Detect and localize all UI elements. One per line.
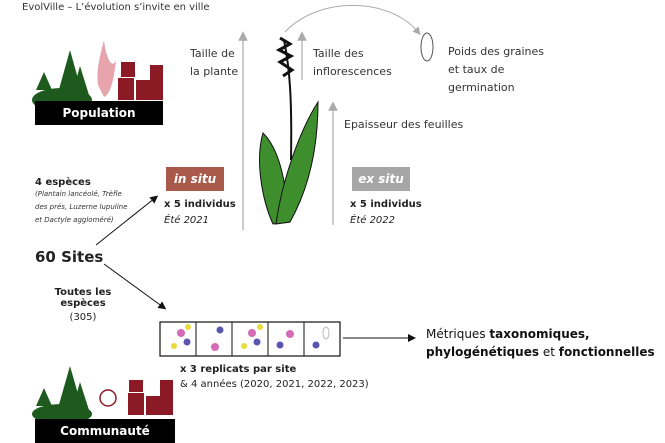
building-icon: [150, 65, 163, 100]
building-icon: [160, 380, 173, 415]
ex-situ-season: Été 2022: [350, 215, 396, 226]
in-situ-season: Été 2021: [164, 215, 210, 226]
flower-icon: [248, 329, 256, 337]
flower-icon: [211, 343, 219, 351]
in-situ-count: x 5 individus: [164, 199, 236, 210]
building-icon: [136, 80, 150, 100]
community-banner: Communauté: [35, 419, 175, 443]
replicates-years: & 4 années (2020, 2021, 2022, 2023): [180, 379, 369, 390]
metrics-and: et: [539, 345, 559, 359]
seed-label-3: germination: [448, 81, 515, 94]
flower-icon: [312, 341, 320, 349]
seed-arrow: [284, 4, 421, 36]
metrics-func: fonctionnelles: [558, 345, 655, 359]
flower-icon: [171, 343, 177, 349]
population-banner: Population: [35, 101, 163, 125]
building-icon: [121, 62, 135, 77]
inflorescence-label-1: Taille des: [313, 47, 364, 60]
flower-icon: [177, 329, 185, 337]
sites-to-community-arrow: [103, 263, 167, 310]
flower-icon: [276, 341, 284, 349]
tree-icon: [36, 72, 52, 90]
flower-icon: [257, 324, 263, 330]
four-species-list: (Plantain lancéolé, Trèfle des prés, Luz…: [35, 190, 128, 224]
all-species-count: (305): [69, 312, 97, 323]
seed-label-1: Poids des graines: [448, 45, 544, 58]
building-icon: [118, 78, 134, 100]
tree-icon: [72, 382, 89, 410]
plantain-plant-icon: [259, 36, 319, 225]
building-icon: [129, 380, 143, 392]
flower-icon: [185, 324, 191, 330]
sites-label: 60 Sites: [35, 248, 104, 266]
seed-label-2: et taux de: [448, 63, 505, 76]
metrics-phylo: phylogénétiques: [426, 345, 539, 359]
quadrat-strip: [159, 321, 341, 357]
metrics-taxo: taxonomiques,: [489, 327, 590, 341]
sites-to-insitu-arrow: [95, 195, 159, 246]
skull-icon: [99, 389, 117, 407]
tree-icon: [72, 66, 89, 95]
building-icon: [128, 393, 144, 415]
leaf-thickness-label: Epaisseur des feuilles: [344, 118, 464, 131]
flower-icon: [216, 326, 224, 334]
flower-icon: [286, 330, 294, 338]
tree-icon: [36, 388, 52, 406]
all-species-title: Toutes les espèces: [54, 287, 112, 309]
metrics-prefix: Métriques: [426, 327, 490, 341]
flower-icon: [241, 343, 247, 349]
plant-height-label-2: la plante: [190, 65, 239, 78]
flower-icon: [183, 338, 191, 346]
building-icon: [146, 396, 160, 415]
seed-icon: [420, 32, 434, 62]
ex-situ-count: x 5 individus: [350, 199, 422, 210]
community-icon: [32, 366, 173, 424]
in-situ-tag: in situ: [166, 167, 224, 191]
flower-icon: [253, 338, 261, 346]
page-title: EvolVille – L’évolution s’invite en vill…: [22, 2, 210, 13]
population-icon: [32, 40, 163, 112]
four-species-title: 4 espèces: [35, 177, 91, 188]
leaf-sketch-icon: [322, 326, 330, 340]
pink-plant-icon: [97, 40, 116, 97]
ex-situ-tag: ex situ: [352, 167, 410, 191]
plant-height-label-1: Taille de: [190, 47, 235, 60]
inflorescence-label-2: inflorescences: [313, 65, 392, 78]
replicates-count: x 3 replicats par site: [180, 364, 297, 375]
